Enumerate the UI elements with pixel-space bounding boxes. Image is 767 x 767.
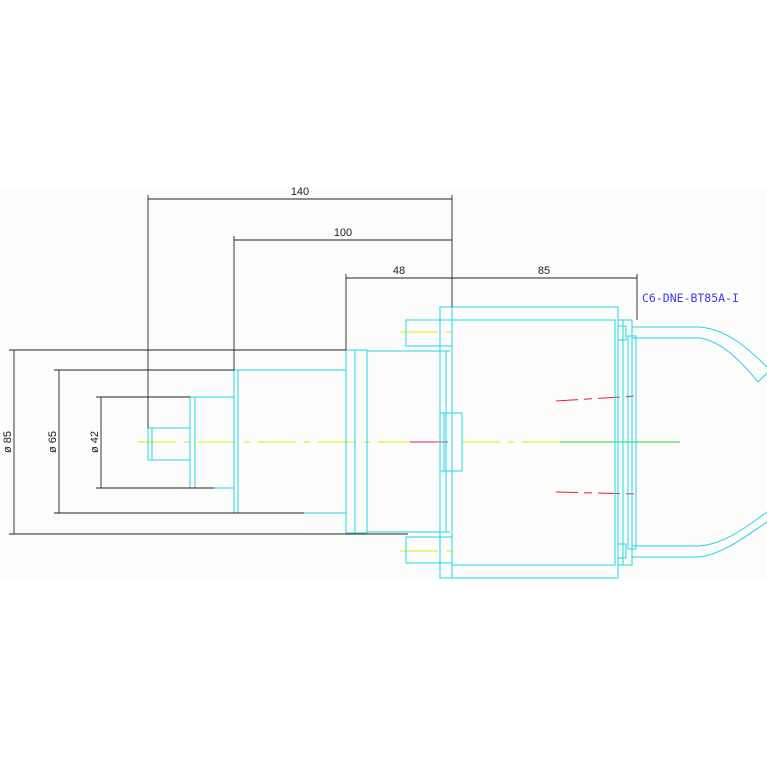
dim-diameter-65: ø 65 [47,431,59,453]
dim-length-body: 85 [538,265,550,277]
dimension-lines [9,195,638,535]
cable-outline [632,326,767,558]
dim-length-shaft: 100 [334,227,352,239]
dim-diameter-85: ø 85 [2,431,14,453]
dim-length-flange: 48 [393,265,405,277]
center-lines [138,331,680,552]
part-number-label: C6-DNE-BT85A-I [642,291,739,305]
hidden-lines [555,395,637,495]
dim-length-overall: 140 [291,186,309,198]
motor-body [405,306,619,579]
flange-outline [345,349,450,534]
end-cap [617,319,637,566]
dim-diameter-42: ø 42 [89,431,101,453]
drawing-area [0,190,767,578]
